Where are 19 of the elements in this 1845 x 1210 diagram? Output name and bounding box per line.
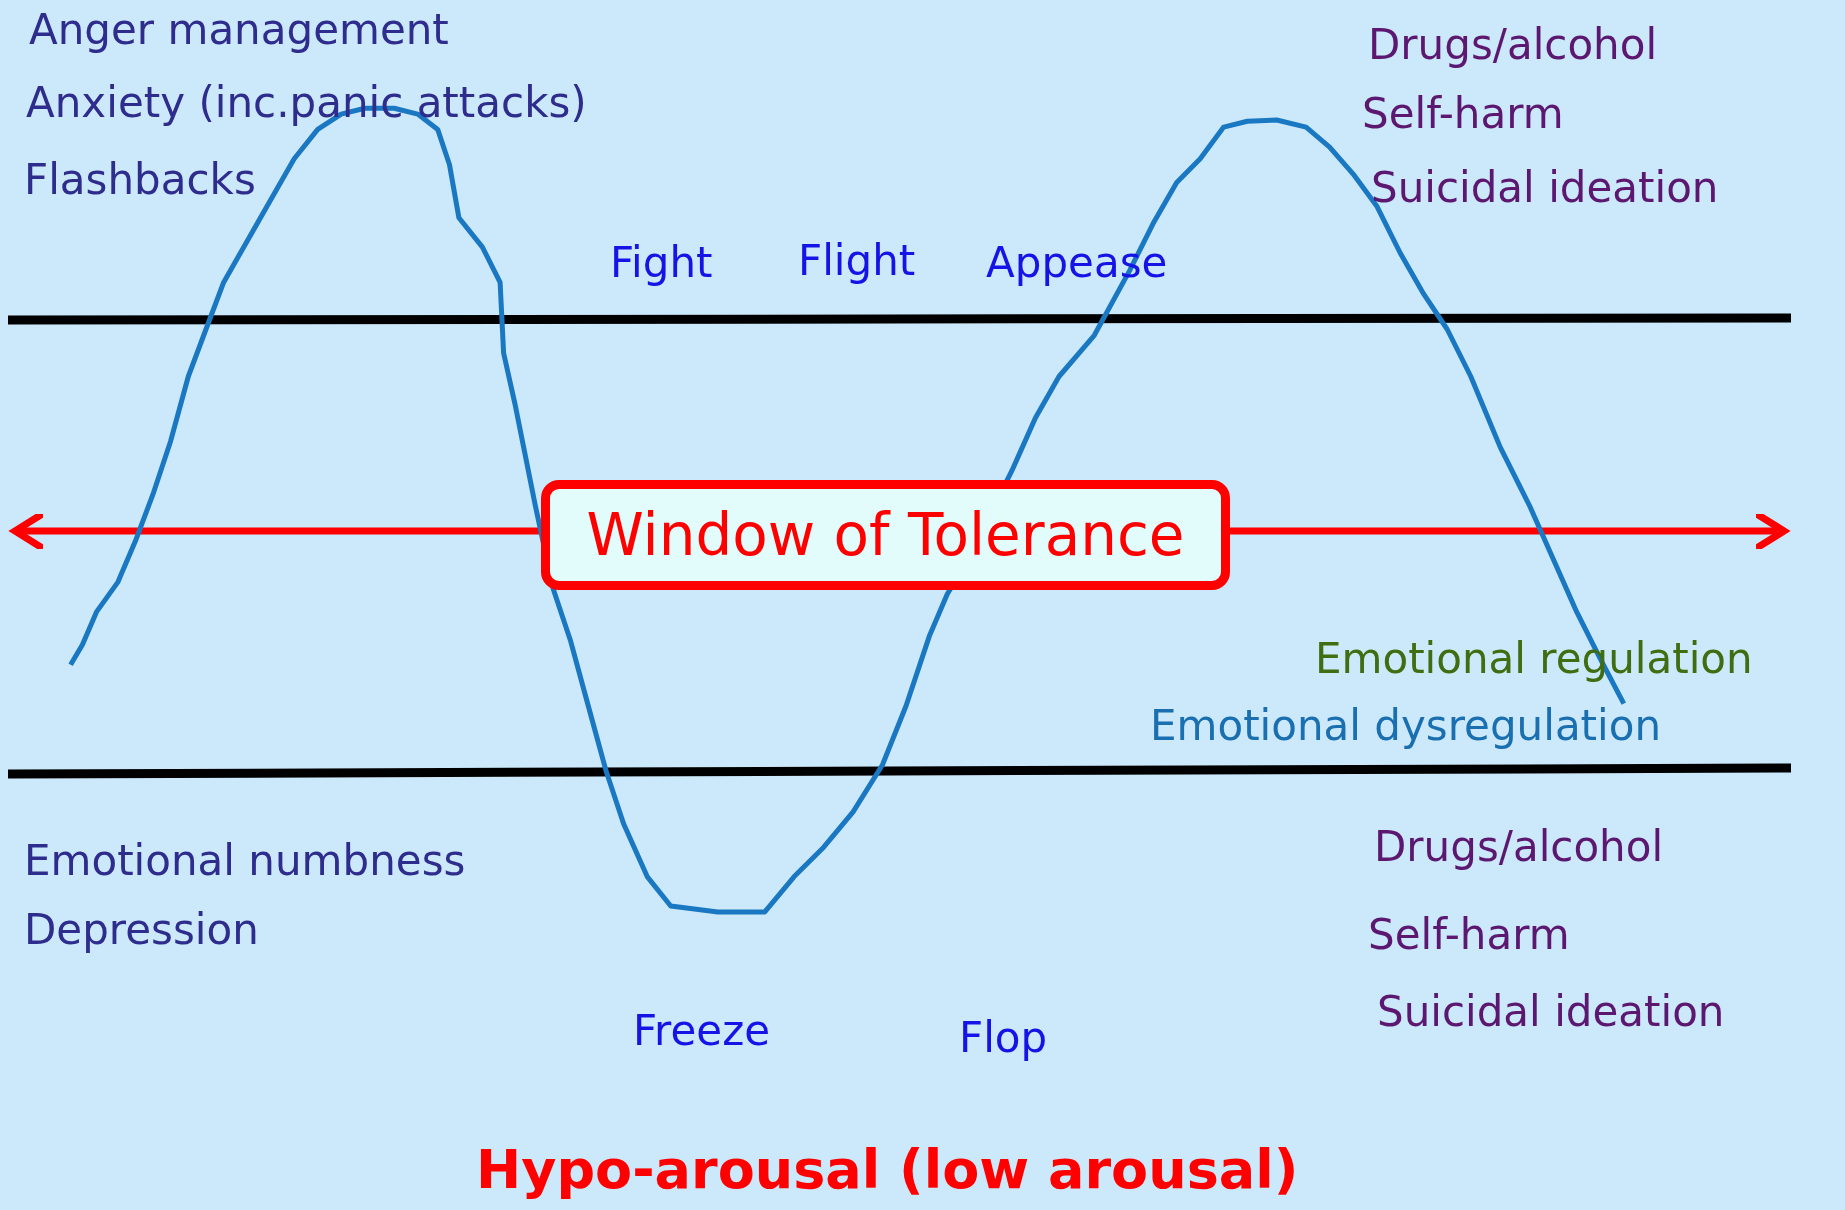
text-label: Freeze (633, 1006, 770, 1056)
text-label: Drugs/alcohol (1374, 822, 1664, 872)
text-label: Emotional dysregulation (1150, 701, 1662, 751)
text-label: Anxiety (inc.panic attacks) (26, 78, 587, 128)
text-label: Emotional numbness (24, 836, 466, 886)
text-label: Suicidal ideation (1371, 163, 1719, 213)
footer-heading: Hypo-arousal (low arousal) (476, 1138, 1299, 1202)
text-label: Suicidal ideation (1377, 987, 1725, 1037)
text-label: Drugs/alcohol (1368, 20, 1658, 70)
text-label: Flop (959, 1013, 1048, 1063)
box-title: Window of Tolerance (586, 501, 1185, 569)
text-label: Depression (24, 905, 259, 955)
title-box (541, 480, 1230, 590)
text-label: Self-harm (1368, 910, 1570, 960)
text-label: Anger management (29, 5, 449, 55)
text-label: Self-harm (1362, 89, 1564, 139)
text-label: Flight (798, 236, 916, 286)
text-label: Fight (610, 238, 713, 288)
text-label: Flashbacks (24, 155, 256, 205)
